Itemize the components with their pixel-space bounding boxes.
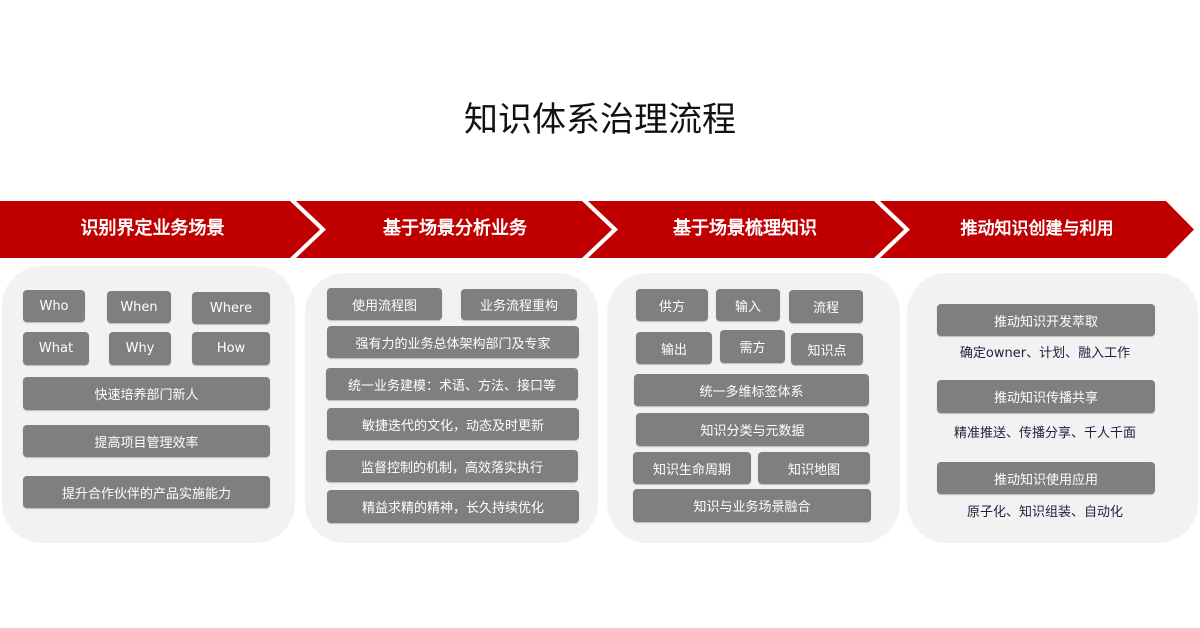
box-what: What [23, 332, 89, 365]
box-use-apply: 推动知识使用应用 [937, 462, 1155, 494]
stage-arrow-1 [0, 201, 320, 258]
box-classification-metadata: 知识分类与元数据 [636, 413, 869, 446]
box-unified-modeling: 统一业务建模：术语、方法、接口等 [326, 368, 578, 400]
note-develop: 确定owner、计划、融入工作 [959, 346, 1131, 361]
box-architecture-experts: 强有力的业务总体架构部门及专家 [327, 326, 579, 358]
box-knowledge-point: 知识点 [791, 333, 863, 365]
box-why: Why [109, 332, 171, 365]
box-input: 输入 [716, 289, 780, 321]
box-lifecycle: 知识生命周期 [633, 452, 751, 484]
box-excellence: 精益求精的精神，长久持续优化 [327, 490, 579, 523]
stage-arrow-2 [296, 201, 612, 258]
box-where: Where [192, 292, 270, 324]
box-spread-share: 推动知识传播共享 [937, 380, 1155, 413]
stage-label-2: 基于场景分析业务 [383, 218, 527, 239]
box-customer: 需方 [720, 330, 785, 363]
stage-arrow-4 [880, 201, 1194, 258]
box-who: Who [23, 290, 85, 322]
box-when: When [107, 291, 171, 323]
stage-label-3: 基于场景梳理知识 [673, 218, 817, 239]
box-train-newcomers: 快速培养部门新人 [23, 377, 270, 410]
box-project-efficiency: 提高项目管理效率 [23, 425, 270, 457]
box-process: 流程 [789, 290, 863, 323]
box-scenario-fusion: 知识与业务场景融合 [633, 489, 871, 522]
box-how: How [192, 332, 270, 365]
box-develop-extract: 推动知识开发萃取 [937, 304, 1155, 336]
stage-arrow-3 [588, 201, 904, 258]
note-spread: 精准推送、传播分享、千人千面 [953, 426, 1136, 441]
box-flowchart: 使用流程图 [327, 288, 442, 320]
box-agile-culture: 敏捷迭代的文化，动态及时更新 [327, 408, 579, 440]
page-title: 知识体系治理流程 [464, 100, 736, 140]
box-process-reengineering: 业务流程重构 [461, 289, 577, 320]
stage-label-4: 推动知识创建与利用 [960, 219, 1114, 239]
box-supplier: 供方 [636, 289, 708, 321]
box-partner-capability: 提升合作伙伴的产品实施能力 [23, 476, 270, 508]
box-knowledge-map: 知识地图 [758, 452, 870, 484]
box-output: 输出 [636, 332, 712, 364]
stage-label-1: 识别界定业务场景 [80, 218, 225, 239]
note-apply: 原子化、知识组装、自动化 [966, 505, 1123, 520]
box-tag-system: 统一多维标签体系 [634, 374, 869, 406]
box-supervision: 监督控制的机制，高效落实执行 [326, 450, 578, 482]
process-arrow-band [0, 201, 1194, 258]
